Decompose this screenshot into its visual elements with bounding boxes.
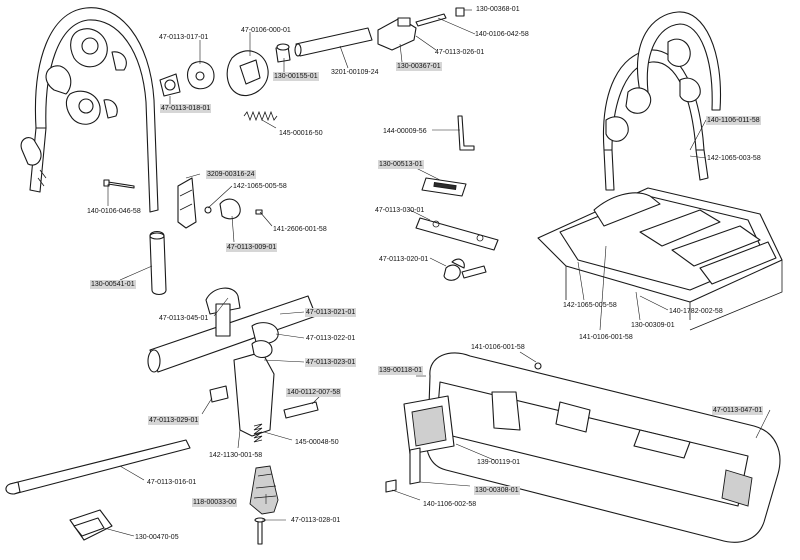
part-label: 47-0113-018-01 bbox=[160, 104, 212, 113]
part-label: 141-0106-001-58 bbox=[579, 334, 633, 341]
part-label: 47-0113-047-01 bbox=[712, 406, 764, 415]
part-label: 47-0113-021-01 bbox=[305, 308, 357, 317]
part-label: 142-1065-003-58 bbox=[707, 155, 761, 162]
part-label: 47-0113-029-01 bbox=[148, 416, 200, 425]
part-label: 47-0113-017-01 bbox=[159, 34, 209, 41]
part-label: 47-0113-023-01 bbox=[305, 358, 357, 367]
part-label: 47-0113-009-01 bbox=[226, 243, 278, 252]
part-label: 130-00367-01 bbox=[396, 62, 442, 71]
lightboard-assembly bbox=[385, 352, 781, 543]
part-label: 141-2606-001-58 bbox=[273, 226, 327, 233]
part-label: 47-0113-020-01 bbox=[379, 256, 429, 263]
platform-carrier-assembly bbox=[537, 11, 783, 331]
lock-tube-assembly bbox=[294, 7, 465, 57]
part-label: 140-0106-046-58 bbox=[87, 208, 141, 215]
part-label: 130-00513-01 bbox=[378, 160, 424, 169]
part-label: 141-0106-001-58 bbox=[471, 344, 525, 351]
part-label: 145-00016-50 bbox=[279, 130, 323, 137]
part-label: 144-00009-56 bbox=[383, 128, 427, 135]
hardware-accessories bbox=[415, 115, 499, 281]
leader-lines bbox=[103, 9, 771, 537]
part-label: 130-00155-01 bbox=[273, 72, 319, 81]
part-label: 140-1782-002-58 bbox=[669, 308, 723, 315]
part-label: 3201-00109-24 bbox=[331, 69, 379, 76]
part-label: 140-0112-007-58 bbox=[286, 388, 342, 397]
part-label: 142-1130-001-58 bbox=[209, 452, 263, 459]
part-label: 47-0113-030-01 bbox=[375, 207, 425, 214]
hoop-frame-assembly bbox=[20, 7, 159, 213]
part-label: 47-0113-028-01 bbox=[291, 517, 341, 524]
part-label: 139-00119-01 bbox=[477, 459, 521, 466]
part-label: 140-1106-002-58 bbox=[423, 501, 477, 508]
part-label: 130-00470-05 bbox=[135, 534, 179, 541]
clamp-assembly bbox=[147, 287, 319, 545]
part-label: 47-0113-016-01 bbox=[147, 479, 197, 486]
part-label: 47-0113-026-01 bbox=[435, 49, 485, 56]
part-label: 47-0106-000-01 bbox=[241, 27, 291, 34]
strap-and-buckle bbox=[5, 439, 191, 541]
part-label: 145-00048-50 bbox=[295, 439, 339, 446]
part-label: 142-1065-005-58 bbox=[563, 302, 617, 309]
part-label: 140-1106-011-58 bbox=[706, 116, 761, 125]
part-label: 142-1065-005-58 bbox=[233, 183, 287, 190]
part-label: 47-0113-022-01 bbox=[306, 335, 356, 342]
part-label: 139-00118-01 bbox=[378, 366, 424, 375]
part-label: 130-00541-01 bbox=[90, 280, 136, 289]
part-label: 140-0106-042-58 bbox=[475, 31, 529, 38]
part-label: 130-00368-01 bbox=[476, 6, 520, 13]
part-label: 130-00308-01 bbox=[474, 486, 520, 495]
part-label: 118-00033-00 bbox=[192, 498, 238, 507]
part-label: 3209-00316-24 bbox=[206, 170, 256, 179]
spring-part bbox=[243, 110, 278, 122]
knob-small-parts bbox=[159, 43, 291, 97]
part-label: 47-0113-045-01 bbox=[159, 315, 209, 322]
bracket-small-parts bbox=[103, 177, 263, 296]
part-label: 130-00309-01 bbox=[631, 322, 675, 329]
